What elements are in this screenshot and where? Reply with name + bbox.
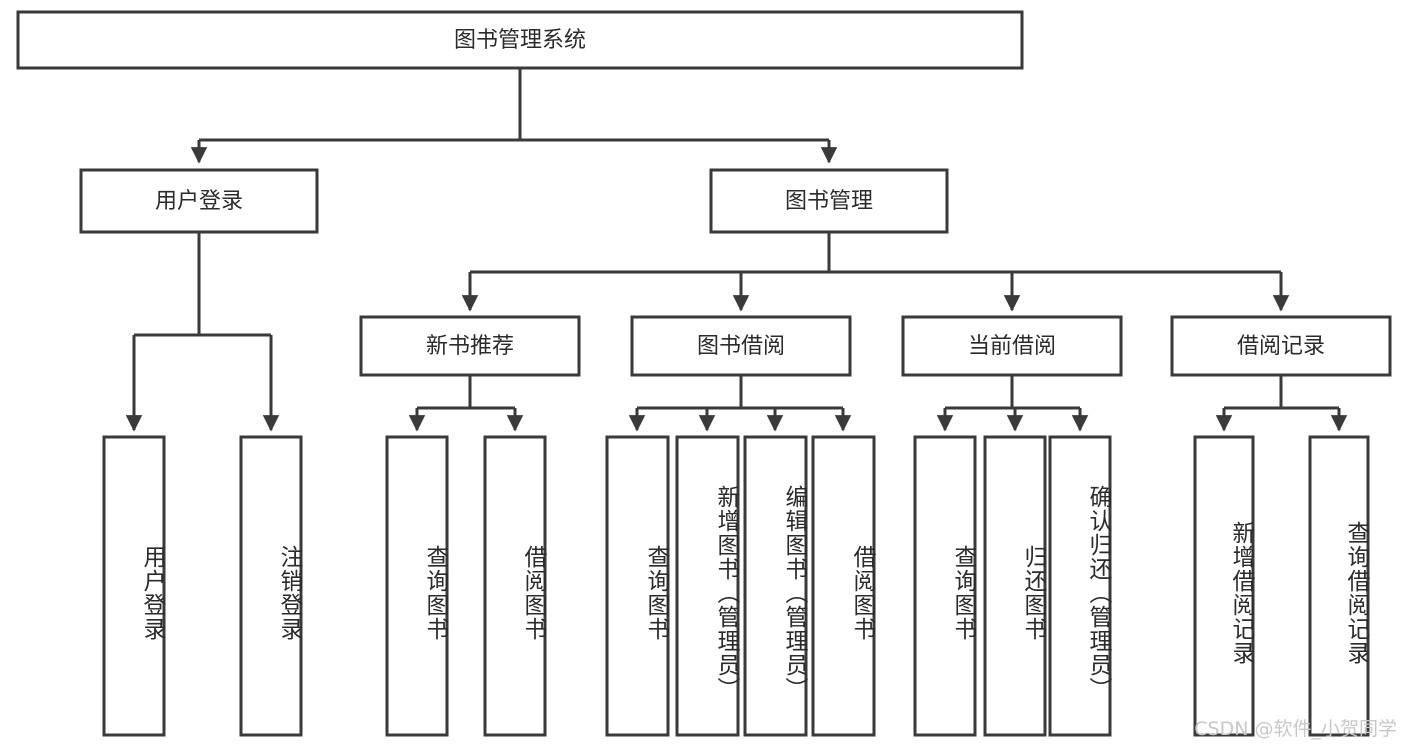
node-root-label: 图书管理系统 [454, 28, 586, 53]
node-current-borrow-box[interactable] [901, 315, 1123, 377]
node-leaf-return-book-box[interactable] [983, 435, 1047, 737]
node-root-box[interactable] [16, 10, 1024, 70]
node-new-book-recommend-label: 新书推荐 [426, 334, 514, 359]
node-root[interactable]: 图书管理系统 [16, 10, 1024, 70]
edge-layer [125, 68, 1348, 432]
node-leaf-query-book-rec-box[interactable] [385, 435, 449, 737]
node-book-manage[interactable]: 图书管理 [709, 168, 949, 234]
node-leaf-logout-label: 注销登录 [276, 545, 302, 641]
node-book-borrow-box[interactable] [630, 315, 852, 377]
node-leaf-edit-book-admin-box[interactable] [743, 435, 808, 737]
node-user-login-box[interactable] [79, 168, 319, 234]
node-leaf-query-book-borrow[interactable]: 查询图书 [605, 435, 670, 737]
node-leaf-add-book-admin-label: 新增图书（管理员） [713, 485, 739, 701]
node-leaf-query-book-current-label: 查询图书 [950, 545, 976, 641]
node-book-borrow[interactable]: 图书借阅 [630, 315, 852, 377]
node-leaf-query-book-borrow-label: 查询图书 [643, 545, 669, 641]
node-leaf-borrow-book-box[interactable] [811, 435, 876, 737]
node-user-login[interactable]: 用户登录 [79, 168, 319, 234]
node-leaf-confirm-return-admin-box[interactable] [1048, 435, 1112, 737]
node-new-book-recommend-box[interactable] [359, 315, 581, 377]
node-leaf-confirm-return-admin[interactable]: 确认归还（管理员） [1048, 435, 1112, 737]
node-borrow-record-label: 借阅记录 [1237, 334, 1325, 359]
node-leaf-borrow-book-rec[interactable]: 借阅图书 [483, 435, 547, 737]
node-leaf-edit-book-admin[interactable]: 编辑图书（管理员） [743, 435, 808, 737]
node-leaf-logout-box[interactable] [239, 435, 303, 737]
node-leaf-return-book[interactable]: 归还图书 [983, 435, 1047, 737]
node-leaf-borrow-book-rec-label: 借阅图书 [520, 545, 546, 641]
node-current-borrow[interactable]: 当前借阅 [901, 315, 1123, 377]
node-leaf-query-book-current-box[interactable] [913, 435, 977, 737]
node-borrow-record-box[interactable] [1170, 315, 1392, 377]
node-leaf-add-book-admin[interactable]: 新增图书（管理员） [675, 435, 740, 737]
node-leaf-borrow-book-rec-box[interactable] [483, 435, 547, 737]
node-new-book-recommend[interactable]: 新书推荐 [359, 315, 581, 377]
node-book-borrow-label: 图书借阅 [697, 334, 785, 359]
node-leaf-query-borrow-record-box[interactable] [1308, 435, 1370, 737]
node-leaf-query-borrow-record-label: 查询借阅记录 [1343, 521, 1369, 665]
node-leaf-borrow-book[interactable]: 借阅图书 [811, 435, 876, 737]
node-leaf-add-borrow-record-label: 新增借阅记录 [1228, 521, 1254, 665]
node-borrow-record[interactable]: 借阅记录 [1170, 315, 1392, 377]
node-leaf-query-book-current[interactable]: 查询图书 [913, 435, 977, 737]
node-leaf-edit-book-admin-label: 编辑图书（管理员） [781, 485, 807, 701]
node-leaf-borrow-book-label: 借阅图书 [849, 545, 875, 641]
node-leaf-query-book-rec-label: 查询图书 [422, 545, 448, 641]
node-leaf-query-book-rec[interactable]: 查询图书 [385, 435, 449, 737]
node-book-manage-label: 图书管理 [785, 189, 873, 214]
node-user-login-label: 用户登录 [155, 189, 243, 214]
node-leaf-user-login-label: 用户登录 [139, 545, 165, 641]
node-leaf-add-borrow-record[interactable]: 新增借阅记录 [1193, 435, 1255, 737]
node-leaf-confirm-return-admin-label: 确认归还（管理员） [1085, 485, 1111, 701]
node-leaf-add-borrow-record-box[interactable] [1193, 435, 1255, 737]
node-leaf-user-login[interactable]: 用户登录 [102, 435, 166, 737]
node-leaf-query-book-borrow-box[interactable] [605, 435, 670, 737]
node-current-borrow-label: 当前借阅 [968, 334, 1056, 359]
node-leaf-return-book-label: 归还图书 [1020, 545, 1046, 641]
node-leaf-logout[interactable]: 注销登录 [239, 435, 303, 737]
node-book-manage-box[interactable] [709, 168, 949, 234]
node-leaf-add-book-admin-box[interactable] [675, 435, 740, 737]
node-leaf-user-login-box[interactable] [102, 435, 166, 737]
node-leaf-query-borrow-record[interactable]: 查询借阅记录 [1308, 435, 1370, 737]
